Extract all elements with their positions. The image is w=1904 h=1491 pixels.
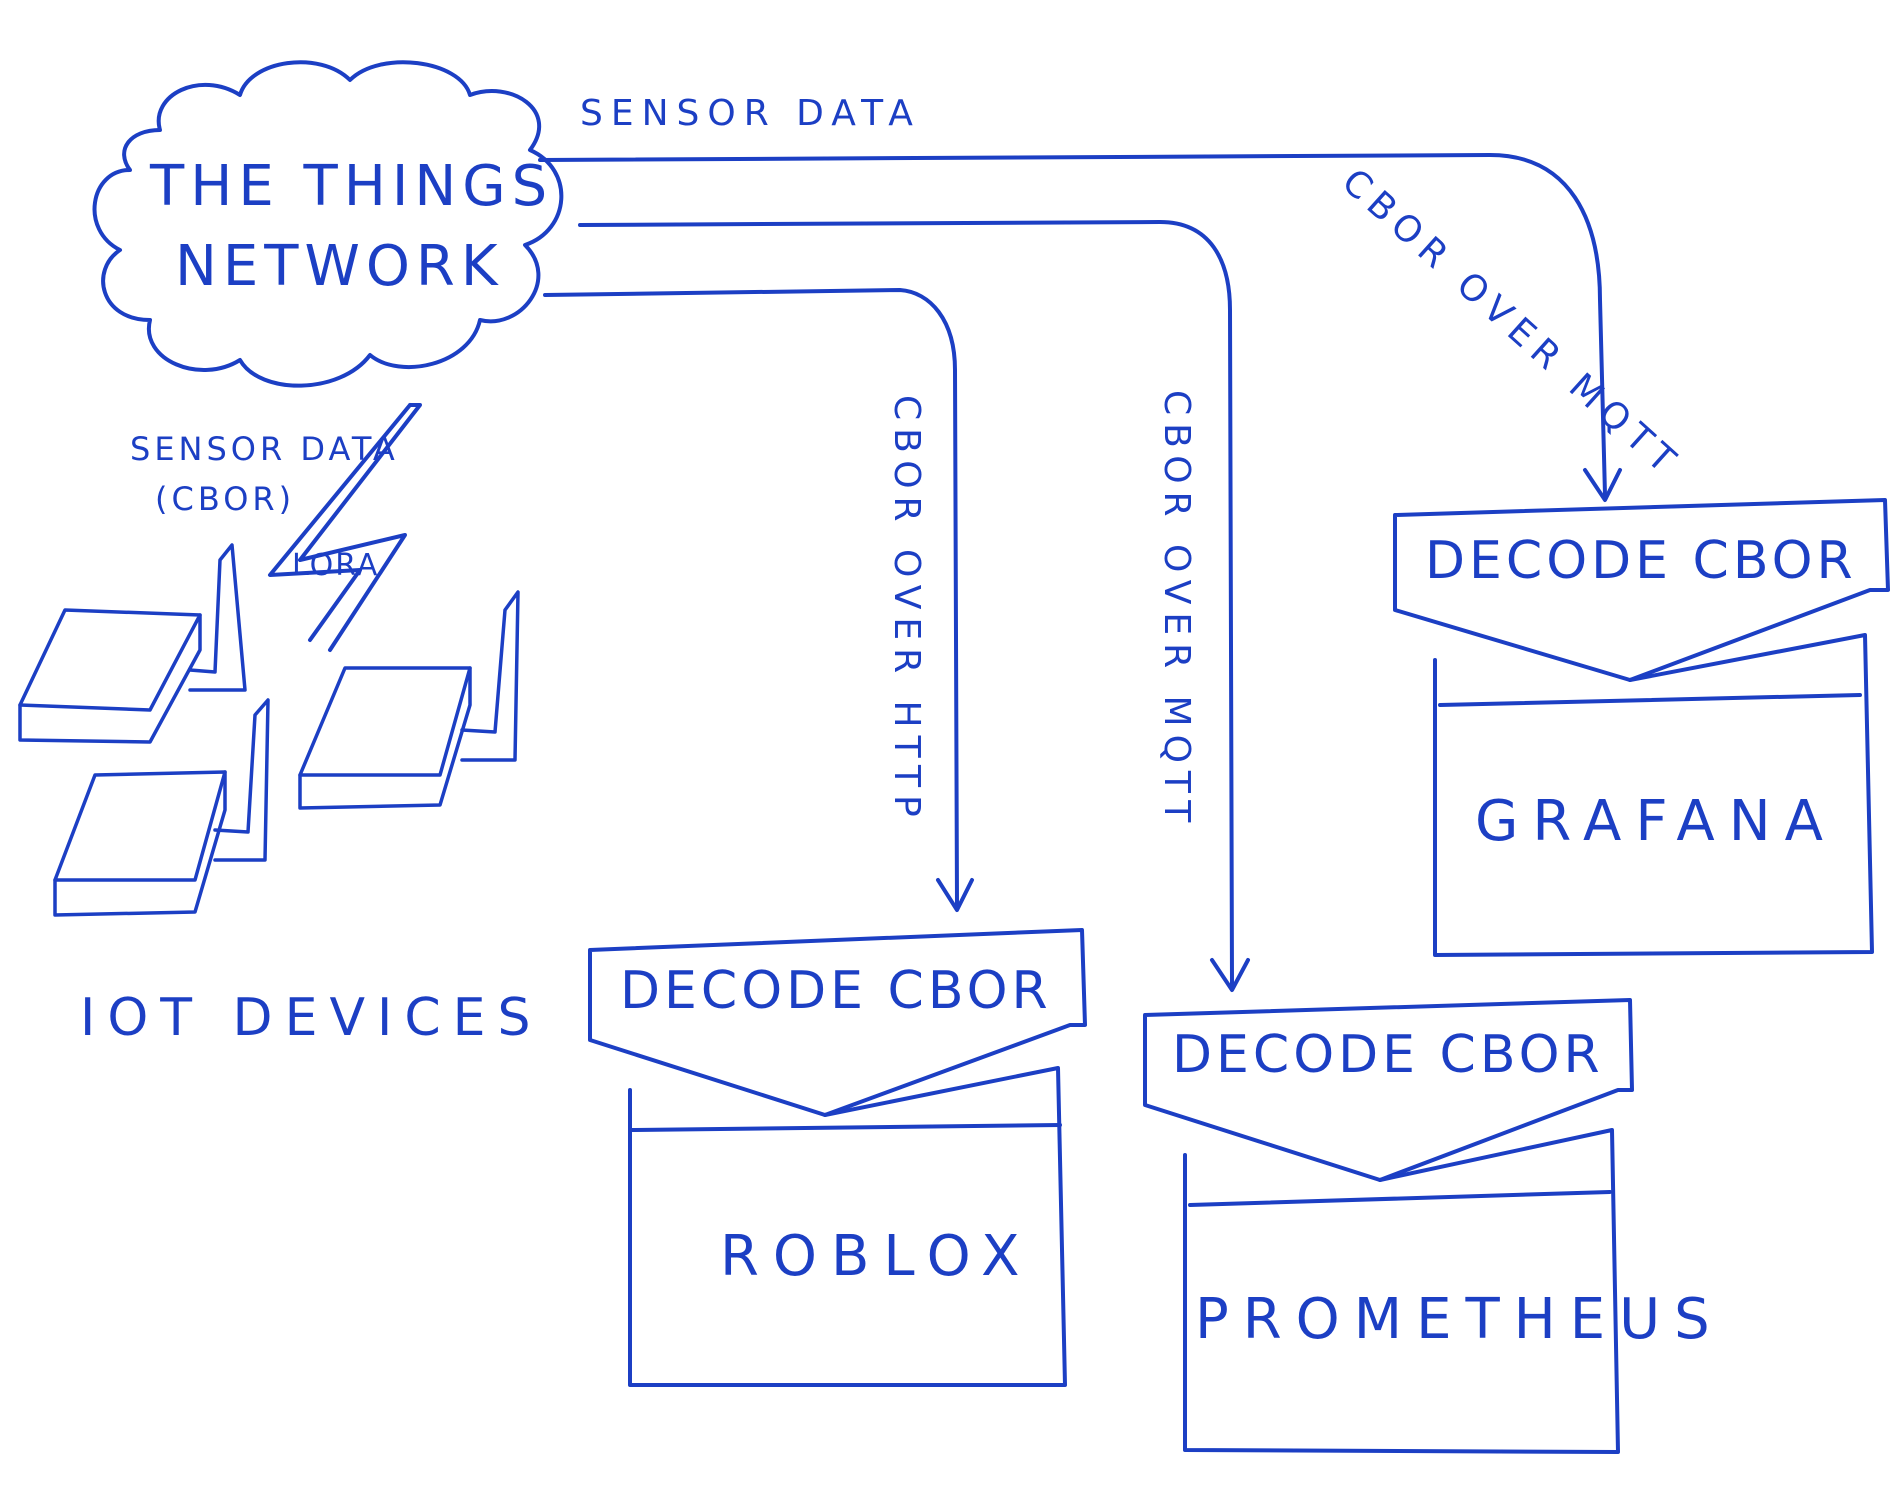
device-board-side: [298, 666, 472, 810]
prometheus-window-titlebar: [1188, 1190, 1612, 1207]
prometheus-stack: DECODE CBOR PROMETHEUS: [1143, 998, 1724, 1454]
roblox-app-label: ROBLOX: [720, 1224, 1033, 1289]
iot-device-3: [298, 590, 520, 810]
roblox-app-window: [628, 1066, 1067, 1387]
device-antenna: [188, 543, 247, 692]
uplink-label-line1: SENSOR DATA: [130, 430, 399, 468]
prometheus-app-label: PROMETHEUS: [1195, 1287, 1724, 1352]
grafana-decoder-funnel: [1393, 498, 1890, 682]
arrowhead-roblox: [936, 878, 974, 912]
prometheus-app-window: [1183, 1128, 1620, 1454]
roblox-protocol-label: CBOR OVER HTTP: [886, 395, 927, 825]
device-board-top: [18, 608, 202, 712]
device-antenna: [213, 698, 270, 862]
prometheus-decoder-label: DECODE CBOR: [1172, 1025, 1604, 1085]
roblox-decoder-label: DECODE CBOR: [620, 961, 1052, 1021]
device-board-top: [53, 770, 227, 882]
grafana-window-titlebar: [1438, 693, 1862, 707]
device-board-side: [18, 613, 202, 744]
roblox-decoder-funnel: [588, 928, 1087, 1117]
grafana-stack: DECODE CBOR GRAFANA: [1393, 498, 1890, 957]
lora-lightning-bolt: [268, 403, 422, 652]
cloud-outline: [92, 60, 564, 388]
grafana-app-label: GRAFANA: [1475, 789, 1837, 854]
lora-label: LORA: [292, 548, 379, 583]
device-board-side: [53, 770, 227, 917]
cloud-title-line1: THE THINGS: [149, 154, 553, 219]
route-line-grafana: [538, 153, 1607, 497]
route-line-roblox: [543, 288, 959, 907]
route-line-prometheus: [578, 220, 1234, 987]
device-antenna: [460, 590, 520, 762]
grafana-protocol-label: CBOR OVER MQTT: [1334, 161, 1689, 486]
prometheus-protocol-label: CBOR OVER MQTT: [1156, 390, 1197, 830]
prometheus-decoder-funnel: [1143, 998, 1634, 1182]
arrowhead-grafana: [1583, 468, 1622, 502]
iot-device-1: [18, 543, 247, 744]
grafana-app-window: [1433, 633, 1874, 957]
roblox-window-titlebar: [630, 1123, 1062, 1132]
cloud-title-line2: NETWORK: [175, 234, 504, 299]
grafana-decoder-label: DECODE CBOR: [1425, 531, 1857, 591]
device-board-top: [298, 666, 472, 777]
iot-device-2: [53, 698, 270, 917]
sensor-data-top-label: SENSOR DATA: [580, 93, 921, 134]
iot-devices-label: IOT DEVICES: [80, 988, 543, 1048]
the-things-network-cloud: THE THINGS NETWORK: [92, 60, 564, 388]
arrowhead-prometheus: [1210, 958, 1250, 992]
roblox-stack: DECODE CBOR ROBLOX: [588, 928, 1087, 1387]
uplink-label-line2: (CBOR): [155, 480, 295, 518]
